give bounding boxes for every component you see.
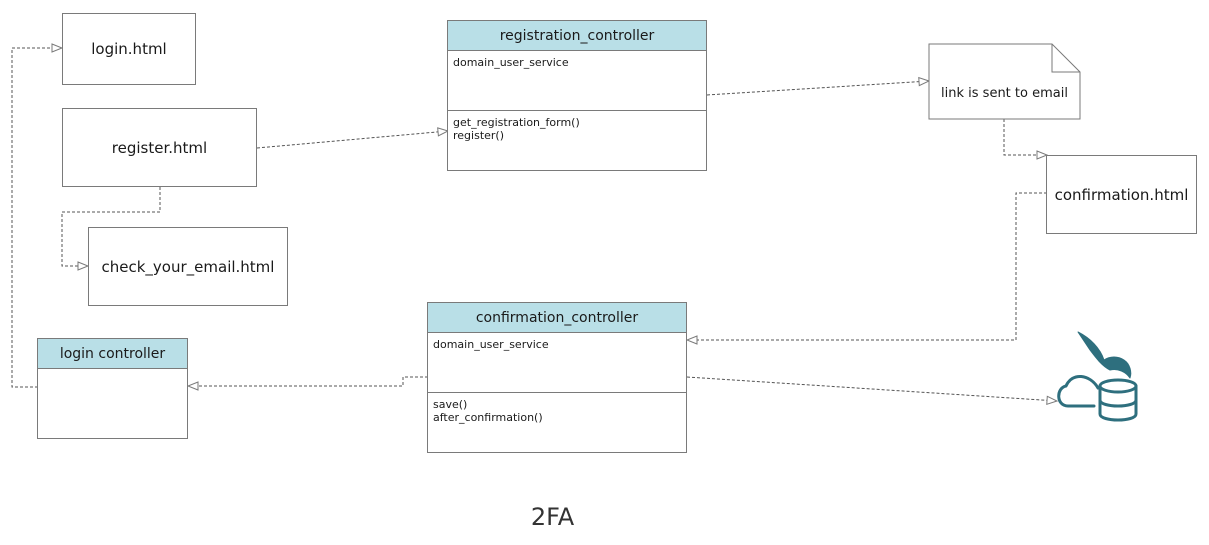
edge-note-to-confirmation bbox=[1003, 119, 1047, 155]
attribute: domain_user_service bbox=[453, 56, 569, 69]
note-text: link is sent to email bbox=[941, 86, 1068, 101]
edge-confirmation-to-confirmation-controller bbox=[687, 192, 1047, 340]
edge-login-controller-to-login bbox=[11, 48, 62, 388]
method: register() bbox=[453, 129, 505, 142]
method: after_confirmation() bbox=[433, 411, 543, 424]
registration-controller-class: registration_controller domain_user_serv… bbox=[447, 20, 707, 171]
confirmation-controller-header: confirmation_controller bbox=[428, 303, 686, 333]
login-page-box: login.html bbox=[62, 13, 196, 85]
confirmation-page-label: confirmation.html bbox=[1054, 185, 1189, 204]
method: get_registration_form() bbox=[453, 116, 580, 129]
register-page-box: register.html bbox=[62, 108, 257, 187]
check-email-page-box: check_your_email.html bbox=[88, 227, 288, 306]
register-page-label: register.html bbox=[111, 138, 208, 157]
confirmation-page-box: confirmation.html bbox=[1046, 155, 1197, 234]
edge-confirmation-controller-to-login-controller bbox=[188, 376, 428, 386]
registration-controller-header: registration_controller bbox=[448, 21, 706, 51]
registration-controller-attributes: domain_user_service bbox=[448, 51, 706, 111]
registration-controller-methods: get_registration_form() register() bbox=[448, 111, 706, 147]
attribute: domain_user_service bbox=[433, 338, 549, 351]
check-email-page-label: check_your_email.html bbox=[101, 257, 275, 276]
login-page-label: login.html bbox=[91, 40, 167, 58]
edge-registration-controller-to-note bbox=[706, 81, 929, 96]
confirmation-controller-class: confirmation_controller domain_user_serv… bbox=[427, 302, 687, 453]
edge-register-to-registration-controller bbox=[256, 131, 448, 149]
confirmation-controller-attributes: domain_user_service bbox=[428, 333, 686, 393]
diagram-title: 2FA bbox=[530, 503, 575, 531]
note-link-sent bbox=[928, 43, 1081, 120]
mysql-cloud-database-icon bbox=[1057, 331, 1138, 422]
method: save() bbox=[433, 398, 468, 411]
login-controller-header: login controller bbox=[38, 339, 187, 369]
edge-confirmation-controller-to-database bbox=[686, 376, 1057, 401]
login-controller-class: login controller bbox=[37, 338, 188, 439]
edge-register-to-check-email bbox=[61, 187, 161, 266]
confirmation-controller-methods: save() after_confirmation() bbox=[428, 393, 686, 429]
